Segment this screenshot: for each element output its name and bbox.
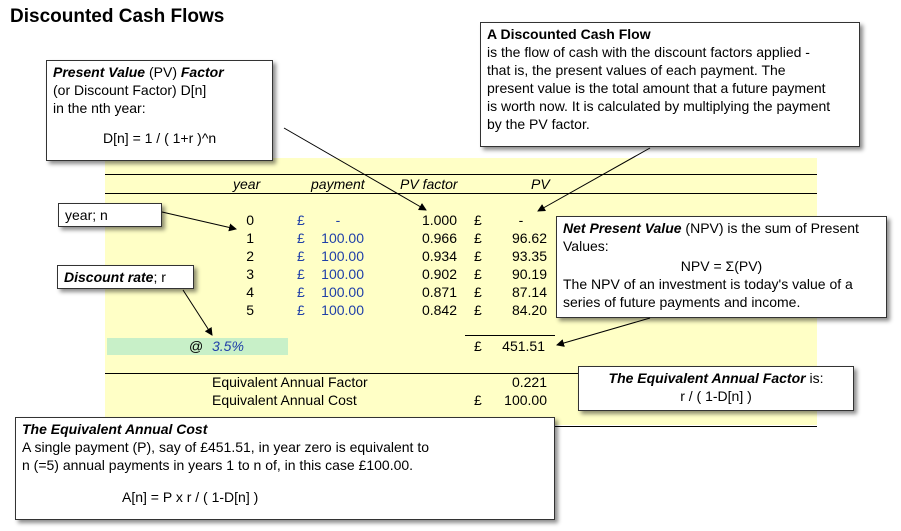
row-year: 3: [246, 266, 254, 282]
eaf-value: 0.221: [511, 374, 547, 390]
row-pv: 87.14: [511, 284, 547, 300]
row-payment: 100.00: [321, 284, 364, 300]
row-pv: 90.19: [511, 266, 547, 282]
year-callout: year; n: [58, 203, 162, 227]
row-pv-factor: 0.871: [421, 284, 457, 300]
pv-box-line-3: in the nth year:: [53, 100, 146, 116]
row-pv: 96.62: [511, 230, 547, 246]
row-year: 5: [246, 302, 254, 318]
arrow-year-to-column: [161, 211, 237, 232]
row-pv-currency: £: [474, 284, 482, 300]
npv-line-5: series of future payments and income.: [563, 294, 801, 310]
row-pv-currency: £: [474, 302, 482, 318]
row-year: 2: [246, 248, 254, 264]
page-title: Discounted Cash Flows: [10, 6, 225, 27]
header-top-rule: [105, 174, 817, 175]
eac-value: 100.00: [504, 392, 547, 408]
row-payment-currency: £: [297, 212, 305, 228]
row-year: 0: [246, 212, 254, 228]
pv-box-bold-1: Present Value: [53, 64, 146, 80]
row-pv-currency: £: [474, 230, 482, 246]
rate-callout-plain: ; r: [153, 269, 166, 285]
header-bottom-rule: [105, 193, 817, 194]
row-pv-currency: £: [474, 212, 482, 228]
dcf-line: by the PV factor.: [487, 116, 590, 132]
npv-formula: NPV = Σ(PV): [680, 258, 763, 274]
pv-box-line-2: (or Discount Factor) D[n]: [53, 82, 207, 98]
total-rule: [465, 335, 555, 336]
row-year: 1: [246, 230, 254, 246]
year-callout-text: year; n: [65, 207, 108, 223]
row-payment: 100.00: [321, 230, 364, 246]
row-pv: 84.20: [511, 302, 547, 318]
eac-label: Equivalent Annual Cost: [212, 392, 357, 408]
pv-box-formula: D[n] = 1 / ( 1+r )^n: [103, 130, 217, 146]
total-currency: £: [474, 338, 482, 354]
row-payment: 100.00: [321, 302, 364, 318]
row-payment: 100.00: [321, 266, 364, 282]
row-pv: 93.35: [511, 248, 547, 264]
npv-bold: Net Present Value: [563, 220, 682, 236]
npv-line-4: The NPV of an investment is today's valu…: [563, 276, 853, 292]
row-pv: -: [518, 212, 524, 228]
dcf-line: is the flow of cash with the discount fa…: [487, 44, 810, 60]
row-pv-factor: 1.000: [421, 212, 457, 228]
dcf-line: present value is the total amount that a…: [487, 80, 826, 96]
dcf-heading: A Discounted Cash Flow: [487, 26, 651, 42]
row-pv-factor: 0.842: [421, 302, 457, 318]
rate-callout-bold: Discount rate: [64, 269, 154, 285]
eac-currency: £: [474, 392, 482, 408]
arrow-npv-to-total: [556, 317, 651, 347]
eaf-label: Equivalent Annual Factor: [212, 374, 368, 390]
eaf-formula: r / ( 1-D[n] ): [680, 388, 752, 404]
dcf-callout: A Discounted Cash Flow is the flow of ca…: [480, 22, 860, 147]
row-pv-factor: 0.902: [421, 266, 457, 282]
eaf-heading-tail: is:: [805, 370, 824, 386]
pv-box-plain-1: (PV): [145, 64, 181, 80]
eac-callout: The Equivalent Annual Cost A single paym…: [15, 417, 555, 520]
row-payment-currency: £: [297, 230, 305, 246]
row-payment: 100.00: [321, 248, 364, 264]
eac-line-1: A single payment (P), say of £451.51, in…: [22, 439, 430, 455]
eac-heading: The Equivalent Annual Cost: [22, 421, 208, 437]
eaf-heading: The Equivalent Annual Factor: [608, 370, 806, 386]
row-pv-currency: £: [474, 248, 482, 264]
rate-at-symbol: @: [189, 338, 204, 354]
equivalent-top-rule: [105, 373, 817, 374]
arrow-rate-to-cell: [182, 289, 213, 336]
header-pv-factor: PV factor: [400, 176, 458, 192]
row-pv-factor: 0.934: [421, 248, 457, 264]
row-pv-factor: 0.966: [421, 230, 457, 246]
arrow-dcf-to-pv: [537, 147, 651, 212]
row-payment: -: [335, 212, 341, 228]
npv-total: 451.51: [502, 338, 545, 354]
eaf-callout: The Equivalent Annual Factor is: r / ( 1…: [578, 366, 854, 411]
dcf-line: is worth now. It is calculated by multip…: [487, 98, 831, 114]
header-payment: payment: [311, 176, 365, 192]
npv-callout: Net Present Value (NPV) is the sum of Pr…: [556, 216, 887, 318]
eac-line-2: n (=5) annual payments in years 1 to n o…: [22, 457, 414, 473]
discount-rate-cell: [107, 338, 288, 355]
header-pv: PV: [531, 176, 550, 192]
header-year: year: [233, 176, 261, 192]
dcf-line: that is, the present values of each paym…: [487, 62, 786, 78]
pv-box-bold-2: Factor: [180, 64, 224, 80]
arrow-pv-to-factor: [283, 127, 427, 211]
pv-factor-callout: Present Value (PV) Factor (or Discount F…: [46, 60, 273, 161]
npv-plain: (NPV) is the sum of Present: [681, 220, 859, 236]
row-payment-currency: £: [297, 302, 305, 318]
row-year: 4: [246, 284, 254, 300]
eac-formula: A[n] = P x r / ( 1-D[n] ): [122, 489, 259, 505]
row-payment-currency: £: [297, 284, 305, 300]
row-payment-currency: £: [297, 266, 305, 282]
npv-line-2: Values:: [563, 238, 609, 254]
row-payment-currency: £: [297, 248, 305, 264]
rate-value: 3.5%: [212, 338, 244, 354]
row-pv-currency: £: [474, 266, 482, 282]
discount-rate-callout: Discount rate; r: [57, 265, 194, 289]
